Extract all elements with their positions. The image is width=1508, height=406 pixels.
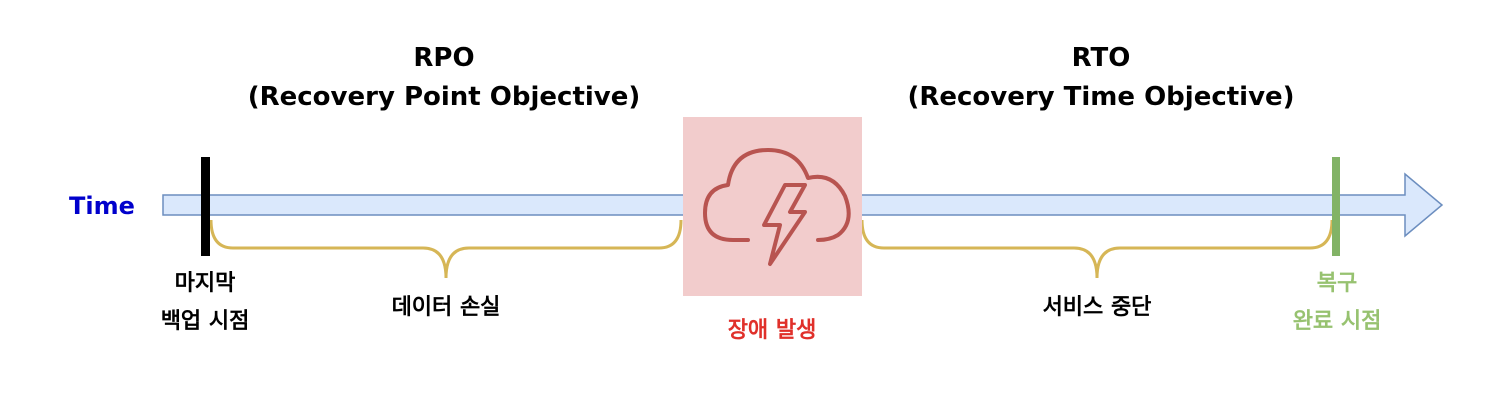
service-outage-label: 서비스 중단 [1042,295,1152,320]
rpo-title: RPO [413,43,475,73]
time-label: Time [69,192,135,220]
last-backup-marker [201,157,210,256]
rto-brace [860,219,1334,279]
rto-title: RTO [1071,43,1131,73]
rto-subtitle: (Recovery Time Objective) [907,82,1295,112]
last-backup-label-line2: 백업 시점 [160,309,250,334]
rpo-brace [209,219,683,279]
failure-label: 장애 발생 [727,318,817,343]
recovery-label-line1: 복구 [1316,271,1358,296]
last-backup-label-line1: 마지막 [174,271,236,296]
recovery-marker [1332,157,1340,256]
recovery-label-line2: 완료 시점 [1292,309,1382,334]
storm-cloud-lightning-icon [703,148,851,266]
data-loss-label: 데이터 손실 [391,295,501,320]
rpo-subtitle: (Recovery Point Objective) [247,82,641,112]
